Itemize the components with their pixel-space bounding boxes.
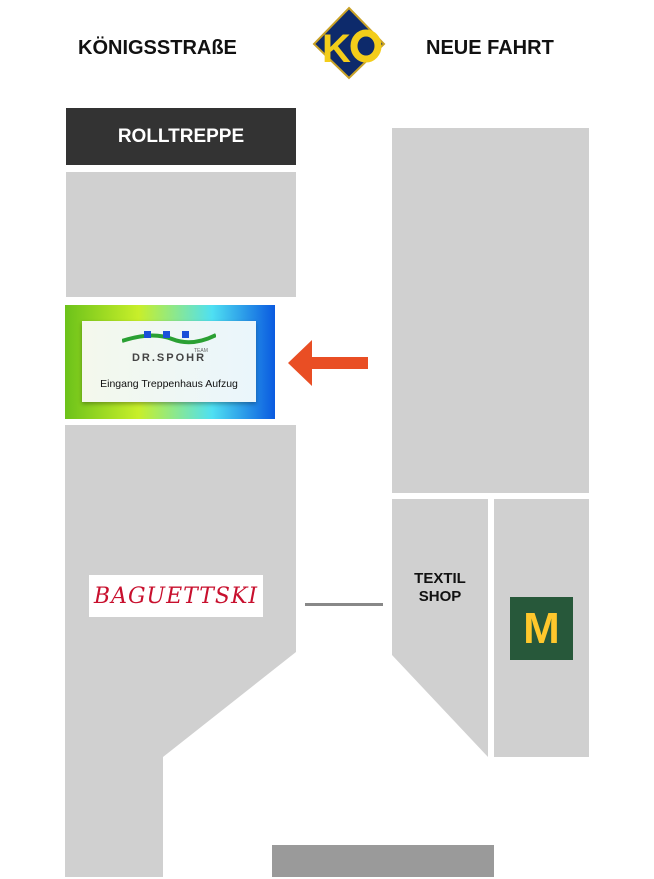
textil-shop-label[interactable]: TEXTIL SHOP [392, 570, 488, 606]
dr-spohr-logo-icon [122, 331, 216, 345]
brand-suffix: TEAM [194, 348, 208, 354]
svg-text:K: K [322, 27, 351, 71]
entrance-dr-spohr[interactable]: DR.SPOHR TEAM Eingang Treppenhaus Aufzug [65, 305, 275, 419]
store-block-textil [392, 499, 488, 757]
street-label-neue-fahrt: NEUE FAHRT [426, 37, 554, 59]
textil-line1: TEXTIL [414, 570, 466, 587]
store-block [66, 172, 296, 297]
street-label-koenigsstrasse: KÖNIGSSTRAßE [78, 37, 237, 59]
textil-line2: SHOP [418, 588, 462, 605]
store-block-baguettski [65, 425, 296, 877]
dr-spohr-brand: DR.SPOHR [131, 352, 207, 364]
mcdonalds-logo[interactable]: M [510, 597, 573, 660]
store-block-top-right [392, 128, 589, 493]
escalator-block: ROLLTREPPE [66, 108, 296, 165]
divider-line [305, 603, 383, 606]
ko-logo: K [312, 6, 386, 80]
arrow-left-icon [288, 340, 368, 386]
entrance-card: DR.SPOHR TEAM Eingang Treppenhaus Aufzug [82, 321, 256, 402]
entrance-label: Eingang Treppenhaus Aufzug [100, 378, 238, 390]
baguettski-logo[interactable]: BAGUETTSKI [89, 575, 263, 617]
bottom-bar [272, 845, 494, 877]
